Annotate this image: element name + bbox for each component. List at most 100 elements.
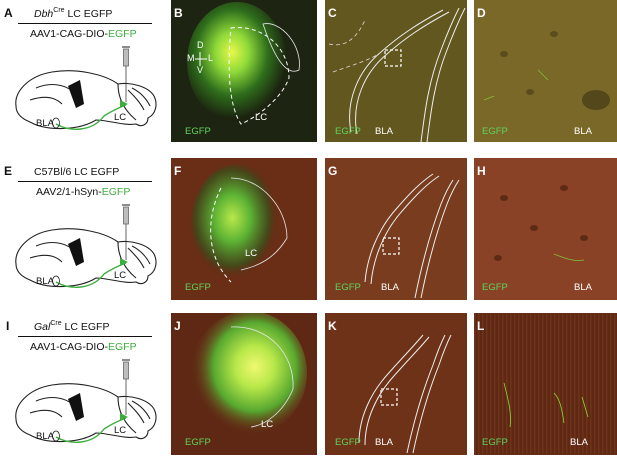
micrograph-bla-overview: K EGFP BLA <box>325 313 467 455</box>
panel-letter: B <box>174 6 183 20</box>
panel-letter: H <box>477 164 486 178</box>
vector-label: AAV1-CAG-DIO-EGFP <box>30 341 137 353</box>
bla-marker <box>52 275 60 287</box>
compass-cross-icon <box>195 52 207 66</box>
lc-label: LC <box>114 425 127 436</box>
region-label: BLA <box>570 437 588 448</box>
hippocampus-shape <box>68 238 84 266</box>
vector-prefix: AAV1-CAG-DIO- <box>30 28 108 40</box>
vector-green: EGFP <box>107 28 137 40</box>
panel-letter: J <box>174 319 181 333</box>
lc-marker <box>120 258 128 266</box>
micrograph-image <box>171 313 317 455</box>
bla-label: BLA <box>36 118 54 129</box>
vector-green: EGFP <box>107 341 137 353</box>
projection-fiber <box>55 262 127 288</box>
hippocampus-shape <box>68 393 84 421</box>
micrograph-lc: B D M L V LC EGFP <box>171 0 317 142</box>
schematic-panel: A DbhCre LC EGFP AAV1-CAG-DIO-EGFP <box>0 0 170 142</box>
medial-label: M <box>187 53 195 63</box>
vector-prefix: AAV1-CAG-DIO- <box>30 341 108 353</box>
orientation-compass: D M L V <box>187 40 217 80</box>
brain-schematic <box>15 204 157 288</box>
lateral-label: L <box>208 53 214 63</box>
vector-label: AAV1-CAG-DIO-EGFP <box>30 28 137 40</box>
region-label: LC <box>261 419 274 430</box>
lc-marker <box>120 413 128 421</box>
title-rule <box>18 181 152 182</box>
region-label: BLA <box>574 282 592 293</box>
panel-letter: K <box>328 319 337 333</box>
micrograph-bla-zoom: H EGFP BLA <box>474 158 617 300</box>
panel-letter: I <box>6 319 10 333</box>
title-rest: LC EGFP <box>64 8 113 20</box>
region-label: BLA <box>574 126 592 137</box>
micrograph-lc: J LC EGFP <box>171 313 317 455</box>
title-sup: Cre <box>50 320 62 327</box>
dorsal-label: D <box>197 40 204 50</box>
sagittal-brain <box>15 228 157 288</box>
micrograph-bla-zoom: L EGFP BLA <box>474 313 617 455</box>
region-label: BLA <box>381 282 399 293</box>
lc-marker <box>120 100 128 108</box>
bla-marker <box>52 430 60 442</box>
vector-prefix: AAV2/1-hSyn- <box>36 186 102 198</box>
schematic-title: GalCre LC EGFP <box>34 320 109 333</box>
schematic-panel: I GalCre LC EGFP AAV1-CAG-DIO-EGFP <box>0 313 170 455</box>
region-label: BLA <box>375 437 393 448</box>
projection-fiber <box>55 104 127 130</box>
region-label: LC <box>245 248 258 259</box>
micrograph-image <box>171 158 317 300</box>
title-italic: Dbh <box>34 8 54 20</box>
panel-letter: D <box>477 6 486 20</box>
region-label: BLA <box>375 126 393 137</box>
brain-schematic <box>15 46 157 130</box>
micrograph-image <box>325 0 467 142</box>
lc-label: LC <box>114 112 127 123</box>
row-gal: I GalCre LC EGFP AAV1-CAG-DIO-EGFP <box>0 313 617 455</box>
schematic-title: C57Bl/6 LC EGFP <box>34 165 119 178</box>
vector-label: AAV2/1-hSyn-EGFP <box>36 186 130 198</box>
panel-letter: L <box>477 319 485 333</box>
micrograph-image <box>171 0 317 142</box>
micrograph-bla-overview: G EGFP BLA <box>325 158 467 300</box>
micrograph-bla-zoom: D EGFP BLA <box>474 0 617 142</box>
egfp-label: EGFP <box>482 282 508 293</box>
syringe-icon <box>122 359 130 415</box>
title-rule <box>18 23 152 24</box>
row-dbh: A DbhCre LC EGFP AAV1-CAG-DIO-EGFP <box>0 0 617 142</box>
egfp-label: EGFP <box>185 437 211 448</box>
egfp-label: EGFP <box>185 282 211 293</box>
egfp-label: EGFP <box>482 126 508 137</box>
brain-schematic <box>15 359 157 443</box>
schematic-title: DbhCre LC EGFP <box>34 7 112 20</box>
panel-letter: F <box>174 164 182 178</box>
egfp-label: EGFP <box>185 126 211 137</box>
syringe-icon <box>122 204 130 260</box>
egfp-label: EGFP <box>482 437 508 448</box>
title-rest: C57Bl/6 LC EGFP <box>34 166 120 178</box>
row-c57: E C57Bl/6 LC EGFP AAV2/1-hSyn-EGFP <box>0 158 617 300</box>
vector-green: EGFP <box>101 186 131 198</box>
micrograph-image <box>474 0 617 142</box>
panel-letter: C <box>328 6 337 20</box>
title-rule <box>18 336 152 337</box>
micrograph-image <box>325 158 467 300</box>
title-italic: Gal <box>34 321 51 333</box>
micrograph-image <box>474 313 617 455</box>
title-rest: LC EGFP <box>61 321 110 333</box>
bla-marker <box>52 117 60 129</box>
egfp-label: EGFP <box>335 437 361 448</box>
bla-label: BLA <box>36 431 54 442</box>
micrograph-image <box>474 158 617 300</box>
schematic-panel: E C57Bl/6 LC EGFP AAV2/1-hSyn-EGFP <box>0 158 170 300</box>
micrograph-image <box>325 313 467 455</box>
projection-fiber <box>55 417 127 443</box>
ventral-label: V <box>197 65 204 75</box>
syringe-icon <box>122 46 130 102</box>
egfp-label: EGFP <box>335 126 361 137</box>
region-label: LC <box>255 112 268 123</box>
panel-letter: E <box>4 164 13 178</box>
lc-label: LC <box>114 270 127 281</box>
micrograph-bla-overview: C EGFP BLA <box>325 0 467 142</box>
